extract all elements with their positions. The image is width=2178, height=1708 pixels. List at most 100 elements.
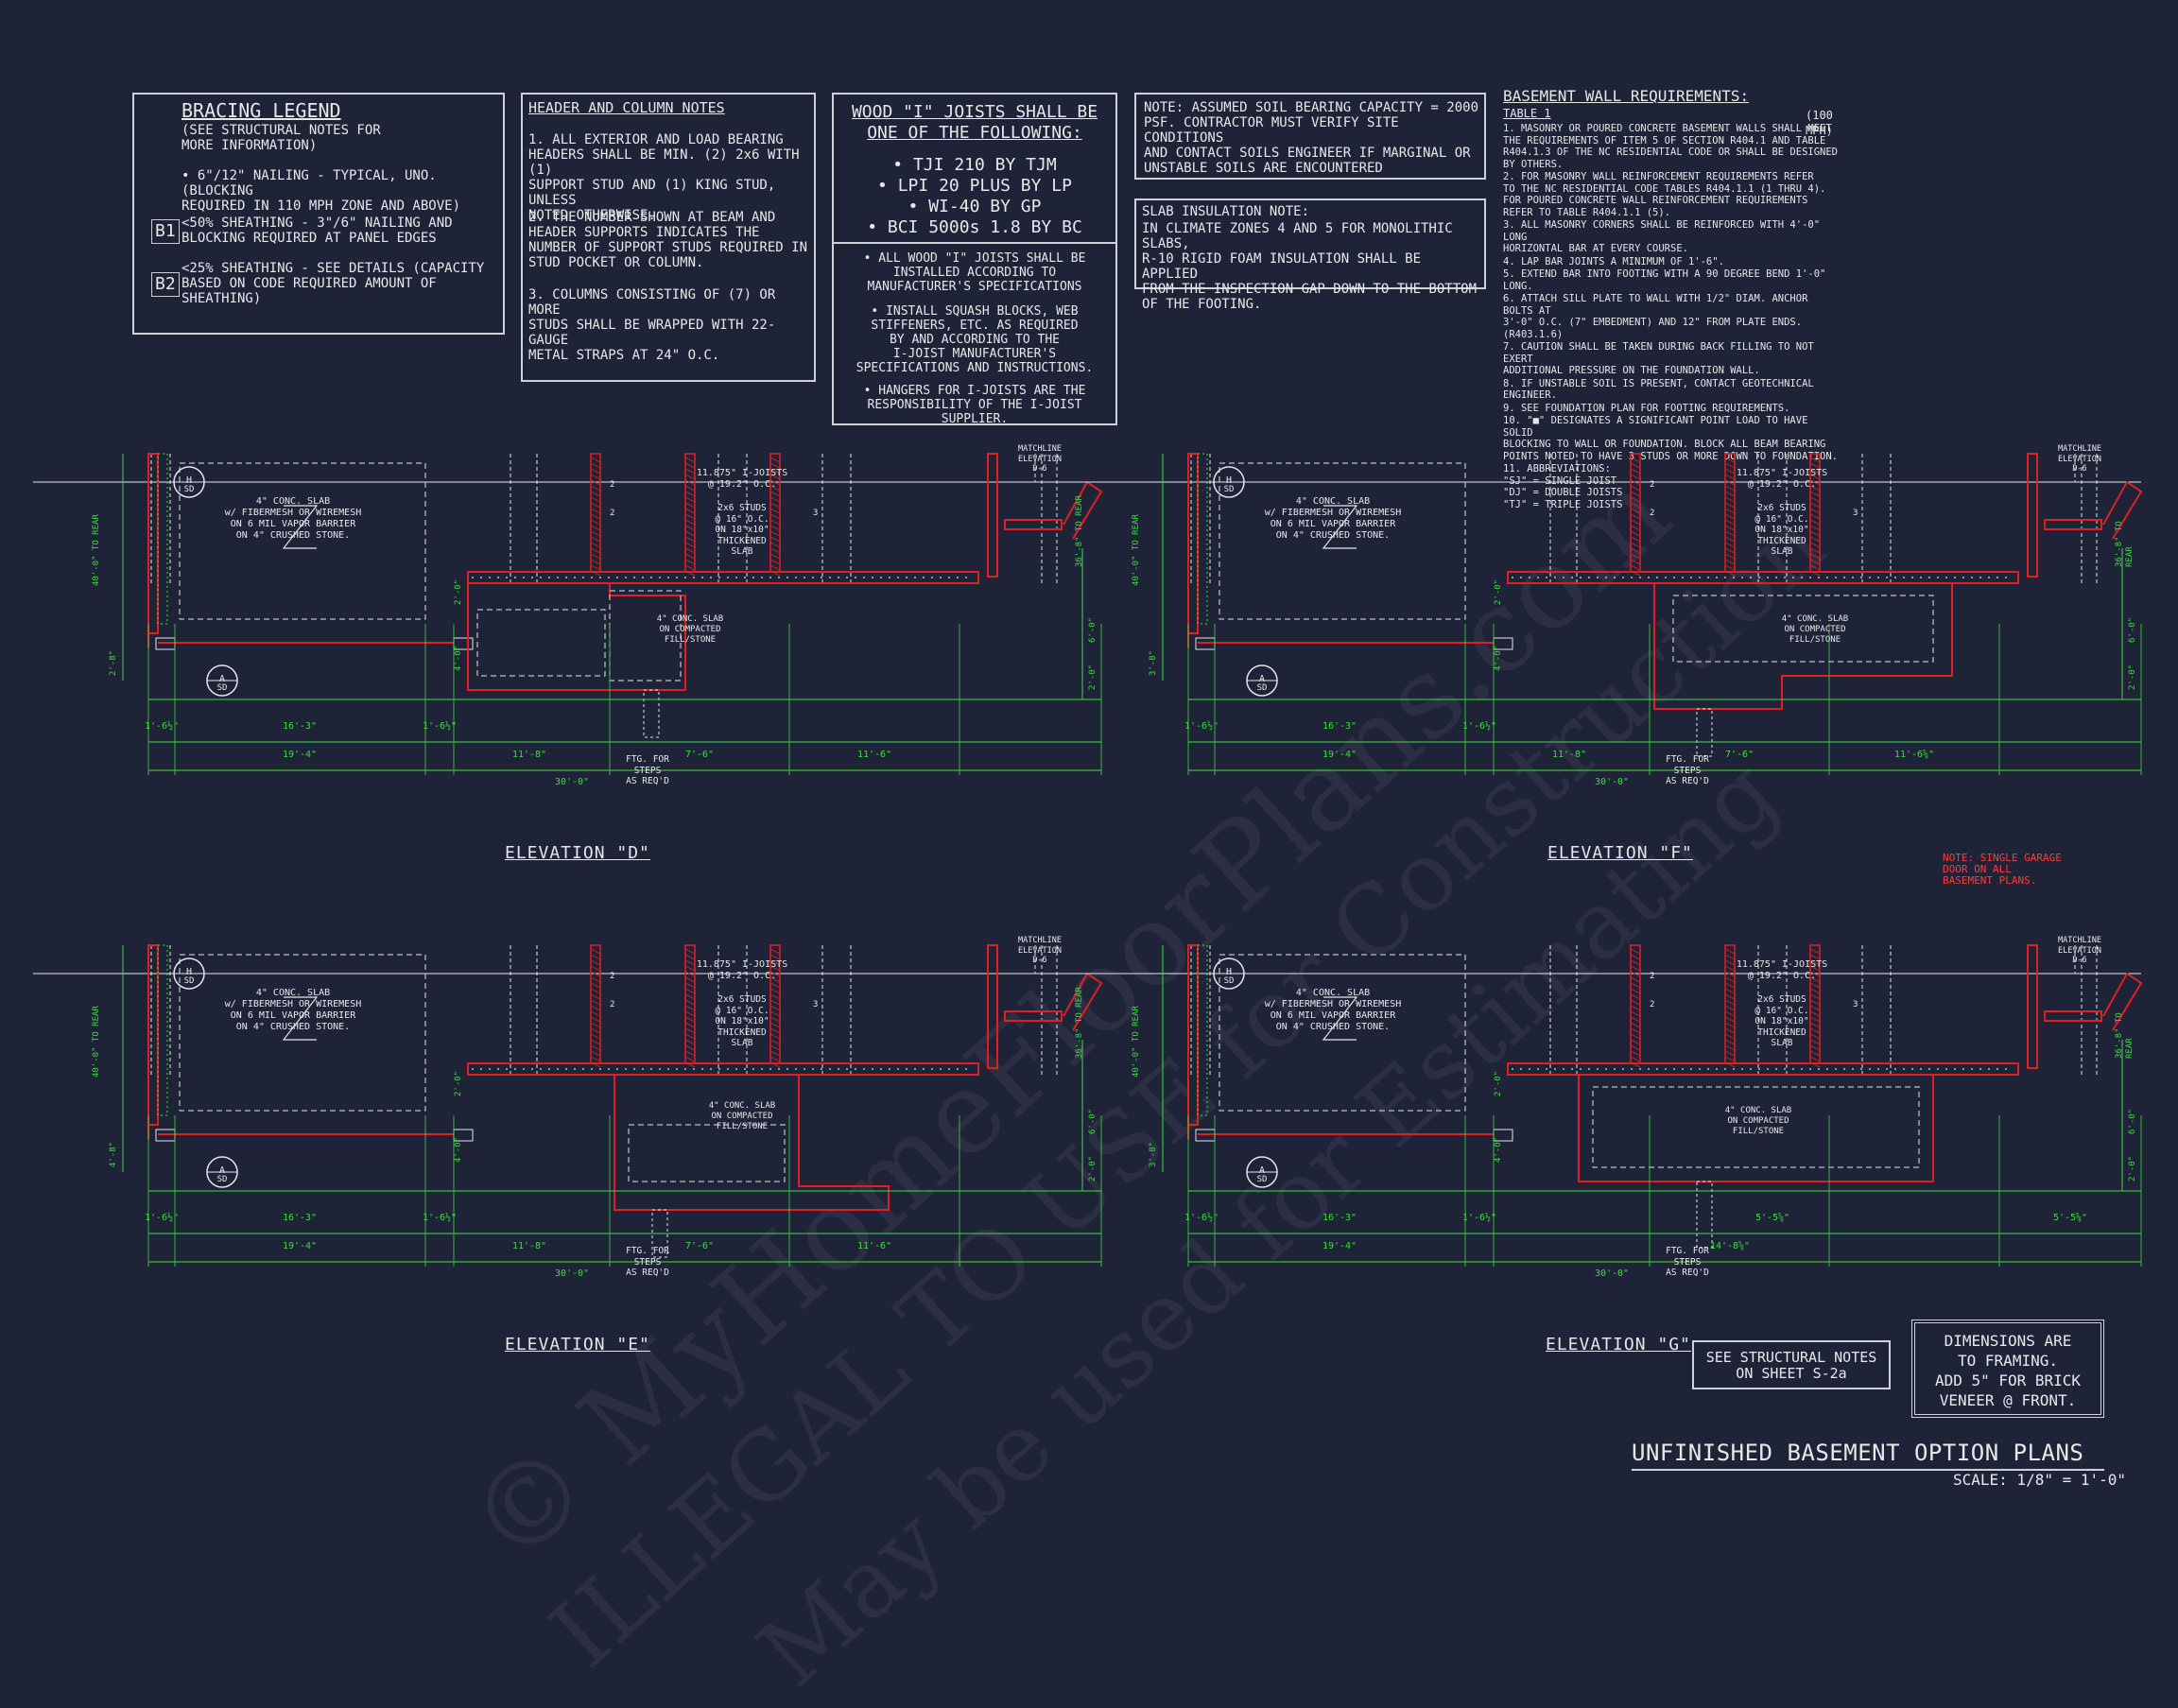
stud-hatch bbox=[684, 519, 696, 526]
slab-fill-dot bbox=[821, 1068, 822, 1070]
stud-hatch bbox=[684, 959, 696, 966]
left-foundation-wall bbox=[147, 944, 159, 1126]
vertical-dimension-text: 6'-0" bbox=[1088, 1108, 1098, 1134]
basement-req-item: 3. ALL MASONRY CORNERS SHALL BE REINFORC… bbox=[1503, 219, 1821, 254]
stud-hatch bbox=[1724, 536, 1736, 543]
basement-req-item: 11. ABBREVIATIONS: "SJ" = SINGLE JOIST "… bbox=[1503, 463, 1623, 510]
slab-insulation-title: SLAB INSULATION NOTE: bbox=[1142, 204, 1310, 219]
stoop-slab-outline bbox=[614, 1075, 890, 1211]
vertical-dimension-text: 2'-8" bbox=[109, 649, 118, 676]
stud-hatch bbox=[1809, 513, 1821, 520]
stud-hatch bbox=[590, 999, 601, 1006]
slab-fill-dot bbox=[752, 577, 754, 578]
i-joist-callout: 11.875" I-JOISTS @ 19.2" O.C. bbox=[1736, 959, 1828, 981]
stud-hatch bbox=[769, 474, 781, 480]
slab-fill-dot bbox=[1597, 577, 1599, 578]
stud-hatch bbox=[1630, 536, 1641, 543]
slab-fill-dot bbox=[889, 577, 890, 578]
slab-fill-dot bbox=[684, 577, 686, 578]
slab-callout: 4" CONC. SLAB w/ FIBERMESH OR WIREMESH O… bbox=[224, 988, 362, 1032]
slab-fill-dot bbox=[880, 1068, 882, 1070]
stud-hatch bbox=[1724, 1039, 1736, 1045]
slab-fill-dot bbox=[480, 577, 482, 578]
slab-fill-dot bbox=[727, 577, 729, 578]
slab-fill-dot bbox=[872, 1068, 873, 1070]
stud-hatch bbox=[1809, 570, 1821, 577]
slab-fill-dot bbox=[1656, 1068, 1658, 1070]
vertical-dimension-text: 3'-8" bbox=[1149, 649, 1158, 676]
dimension-text: 7'-6" bbox=[684, 1241, 715, 1251]
slab-fill-dot bbox=[497, 577, 499, 578]
slab-fill-dot bbox=[1631, 577, 1633, 578]
stud-hatch bbox=[769, 485, 781, 492]
stud-hatch bbox=[1630, 474, 1641, 480]
stud-hatch bbox=[1630, 547, 1641, 554]
slab-fill-dot bbox=[599, 577, 601, 578]
slab-fill-dot bbox=[650, 577, 652, 578]
dimension-text: 11'-8" bbox=[511, 1241, 547, 1251]
marker-a-label: A bbox=[218, 674, 226, 684]
slab-fill-dot bbox=[625, 577, 627, 578]
stud-hatch bbox=[769, 1005, 781, 1011]
stud-hatch bbox=[1809, 948, 1821, 955]
stud-hatch bbox=[769, 948, 781, 955]
dimensions-note-box: DIMENSIONS ARE TO FRAMING. ADD 5" FOR BR… bbox=[1911, 1320, 2104, 1418]
slab-fill-dot bbox=[940, 577, 942, 578]
stud-hatch bbox=[590, 982, 601, 989]
slab-fill-dot bbox=[735, 577, 737, 578]
vertical-dimension-text: 2'-0" bbox=[1494, 1070, 1503, 1096]
stud-hatch bbox=[1809, 1022, 1821, 1028]
slab-fill-dot bbox=[480, 1068, 482, 1070]
stud-hatch bbox=[1630, 959, 1641, 966]
slab-fill-dot bbox=[693, 1068, 695, 1070]
stud-hatch bbox=[684, 988, 696, 994]
stud-hatch bbox=[769, 491, 781, 497]
stud-hatch bbox=[590, 474, 601, 480]
slab-fill-dot bbox=[472, 577, 474, 578]
slab-fill-dot bbox=[1860, 577, 1862, 578]
slab-fill-dot bbox=[761, 1068, 763, 1070]
slab-fill-dot bbox=[1877, 1068, 1879, 1070]
stud-hatch bbox=[1630, 530, 1641, 537]
stud-hatch bbox=[590, 1061, 601, 1068]
slab-fill-dot bbox=[710, 577, 712, 578]
stoop-slab-outline bbox=[1653, 583, 1953, 710]
marker-a-label: A bbox=[218, 1165, 226, 1176]
stud-hatch bbox=[769, 988, 781, 994]
slab-fill-dot bbox=[667, 1068, 669, 1070]
stud-hatch bbox=[684, 976, 696, 983]
stud-hatch bbox=[684, 1027, 696, 1034]
stud-hatch bbox=[1724, 993, 1736, 1000]
dimension-text: 19'-4" bbox=[282, 1241, 318, 1251]
stud-hatch bbox=[684, 491, 696, 497]
stud-hatch bbox=[590, 530, 601, 537]
stud-hatch bbox=[1630, 1022, 1641, 1028]
slab-fill-dot bbox=[1894, 1068, 1896, 1070]
stud-hatch bbox=[684, 513, 696, 520]
slab-fill-dot bbox=[1673, 577, 1675, 578]
slab-fill-dot bbox=[965, 1068, 967, 1070]
garage-room bbox=[1219, 462, 1466, 620]
stud-hatch bbox=[769, 971, 781, 977]
slab-fill-dot bbox=[506, 1068, 508, 1070]
stud-hatch bbox=[1630, 513, 1641, 520]
vertical-dimension-text: 2'-0" bbox=[1088, 1155, 1098, 1182]
slab-fill-dot bbox=[1826, 1068, 1828, 1070]
stud-hatch bbox=[590, 525, 601, 531]
right-foundation-wall bbox=[2027, 944, 2038, 1069]
slab-fill-dot bbox=[1682, 577, 1684, 578]
stud-hatch bbox=[684, 1022, 696, 1028]
vertical-dimension-text: 6'-0" bbox=[2128, 616, 2137, 643]
slab-fill-dot bbox=[1775, 577, 1777, 578]
interior-slab-band bbox=[1507, 571, 2019, 584]
left-foundation-wall bbox=[1187, 944, 1199, 1126]
slab-fill-dot bbox=[1767, 1068, 1769, 1070]
bracing-item-typical: • 6"/12" NAILING - TYPICAL, UNO. (BLOCKI… bbox=[182, 168, 461, 214]
stud-hatch bbox=[684, 547, 696, 554]
stud-hatch bbox=[1630, 988, 1641, 994]
rear-dimension: 36'-8" TO REAR bbox=[2115, 521, 2135, 567]
slab-fill-dot bbox=[1605, 577, 1607, 578]
stud-hatch bbox=[769, 564, 781, 571]
slab-fill-dot bbox=[1648, 577, 1650, 578]
stud-hatch bbox=[1809, 542, 1821, 548]
